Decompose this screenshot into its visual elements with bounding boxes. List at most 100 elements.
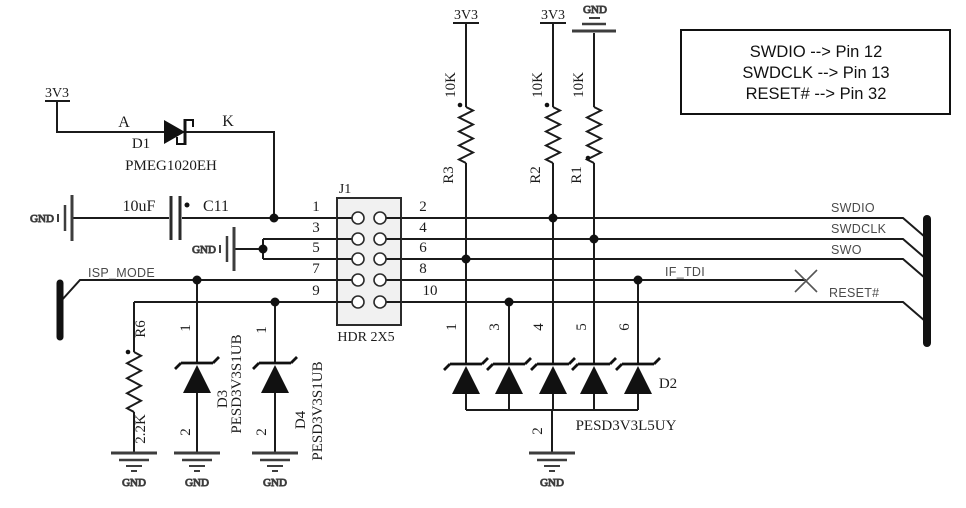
resistor-r6: R6 2.2K	[125, 320, 149, 444]
net-label-if-tdi: IF_TDI	[665, 265, 705, 279]
pin-number: 2	[419, 199, 427, 215]
pin-number: 7	[312, 261, 320, 277]
ground-symbol-d2: GND	[529, 451, 575, 490]
resistor-value: 10K	[530, 72, 546, 98]
pin-number: 1	[178, 324, 194, 332]
pin-number: 1	[254, 326, 270, 334]
pin1-dot	[125, 349, 131, 355]
pin-map-note-box: SWDIO --> Pin 12 SWDCLK --> Pin 13 RESET…	[680, 29, 951, 115]
ground-symbol-d4: GND	[252, 451, 298, 490]
pin-number: 5	[312, 240, 320, 256]
capacitor-c11: 10uF C11	[123, 196, 229, 240]
power-label: 3V3	[454, 8, 478, 23]
ground-label: GND	[192, 244, 216, 256]
d2-pin-numbers: 1 3 4 5 6 2	[444, 323, 633, 435]
ref-designator: R3	[441, 166, 457, 184]
pin1-dot	[184, 202, 190, 208]
ref-designator: D4	[293, 410, 309, 429]
pin-number: 9	[312, 283, 320, 299]
note-line: RESET# --> Pin 32	[746, 85, 887, 103]
pin1-dot	[457, 102, 463, 108]
net-labels: SWDIO SWDCLK SWO IF_TDI RESET# ISP_MODE	[88, 201, 887, 300]
pin-number: 10	[423, 283, 438, 299]
pin1-dot	[585, 155, 591, 161]
pin-number: 2	[530, 427, 546, 435]
diode-d1: A K D1 PMEG1020EH	[118, 113, 234, 174]
pin-number: 4	[531, 323, 547, 331]
net-label-swdclk: SWDCLK	[831, 222, 887, 236]
power-rail-3v3-r3: 3V3	[453, 8, 479, 24]
pin-number: 2	[254, 428, 270, 436]
note-line: SWDCLK --> Pin 13	[742, 64, 889, 82]
ref-designator: J1	[339, 182, 351, 197]
junction-dots	[192, 213, 643, 307]
wires	[56, 23, 926, 453]
resistor-value: 10K	[571, 72, 587, 98]
pin-number: 3	[487, 323, 503, 331]
no-connect-x-icon	[794, 269, 818, 293]
power-rail-3v3-left: 3V3	[45, 86, 70, 102]
net-label-swo: SWO	[831, 243, 862, 257]
power-rail-3v3-r2: 3V3	[540, 8, 566, 24]
power-label: 3V3	[541, 8, 565, 23]
anode-label: A	[118, 114, 130, 131]
part-number: PESD3V3L5UY	[576, 418, 677, 434]
pin-number: 6	[419, 240, 427, 256]
resistor-r2: 10K R2	[528, 72, 550, 184]
ground-symbol-c11: GND	[30, 195, 74, 241]
note-box-border	[680, 29, 951, 115]
header-body	[336, 197, 402, 326]
resistor-r1: 10K R1	[569, 72, 591, 184]
ref-designator: D2	[659, 376, 677, 392]
pin-number: 4	[419, 220, 427, 236]
pin-number: 5	[574, 323, 590, 331]
net-label-reset: RESET#	[829, 286, 879, 300]
pin-numbers-left: 1 3 5 7 9	[312, 199, 320, 299]
footprint-label: HDR 2X5	[337, 330, 394, 345]
net-label-swdio: SWDIO	[831, 201, 875, 215]
net-label-isp-mode: ISP_MODE	[88, 266, 155, 280]
ground-symbols-bottom: GND GND GND GND	[111, 451, 575, 490]
ref-designator: R2	[528, 166, 544, 184]
ref-designator: R1	[569, 166, 585, 184]
ground-label: GND	[30, 213, 54, 225]
cathode-label: K	[222, 113, 234, 130]
header-j1: J1 HDR 2X5 1 3 5 7 9 2 4 6 8 10	[312, 182, 437, 345]
header-pads	[351, 211, 387, 309]
ref-designator: D3	[215, 390, 231, 408]
part-number: PESD3V3S1UB	[310, 361, 326, 460]
pin-number: 1	[444, 323, 460, 331]
tvs-d4: 1 2 D4 PESD3V3S1UB	[252, 326, 326, 461]
ground-label: GND	[122, 477, 146, 489]
pin-number: 8	[419, 261, 427, 277]
pin-number: 6	[617, 323, 633, 331]
cap-value: 10uF	[123, 198, 156, 215]
ground-symbol-pins35: GND	[192, 227, 236, 271]
tvs-d3: 1 2 D3 PESD3V3S1UB	[174, 324, 245, 436]
resistor-value: 2.2K	[133, 414, 149, 444]
note-line: SWDIO --> Pin 12	[750, 43, 883, 61]
pin-numbers-right: 2 4 6 8 10	[419, 199, 437, 299]
ground-symbol-r1-top: GND	[572, 4, 616, 33]
resistor-r3: 10K R3	[441, 72, 463, 184]
pin-number: 3	[312, 220, 320, 236]
ground-label: GND	[263, 477, 287, 489]
resistor-value: 10K	[443, 72, 459, 98]
ref-designator: C11	[203, 198, 229, 215]
part-number: PESD3V3S1UB	[229, 334, 245, 433]
ref-designator: D1	[132, 136, 150, 152]
pin-number: 2	[178, 428, 194, 436]
ground-symbol-r6: GND	[111, 451, 157, 490]
tvs-array-d2: 1 3 4 5 6 2 D2 PESD3V3L5UY	[443, 323, 677, 435]
pin-number: 1	[312, 199, 320, 215]
ground-label: GND	[185, 477, 209, 489]
diode-triangle	[164, 120, 185, 144]
ref-designator: R6	[133, 320, 149, 338]
part-number: PMEG1020EH	[125, 158, 217, 174]
ground-label: GND	[540, 477, 564, 489]
pin1-dot	[544, 102, 550, 108]
power-label: 3V3	[45, 86, 69, 101]
ground-label: GND	[583, 4, 607, 16]
